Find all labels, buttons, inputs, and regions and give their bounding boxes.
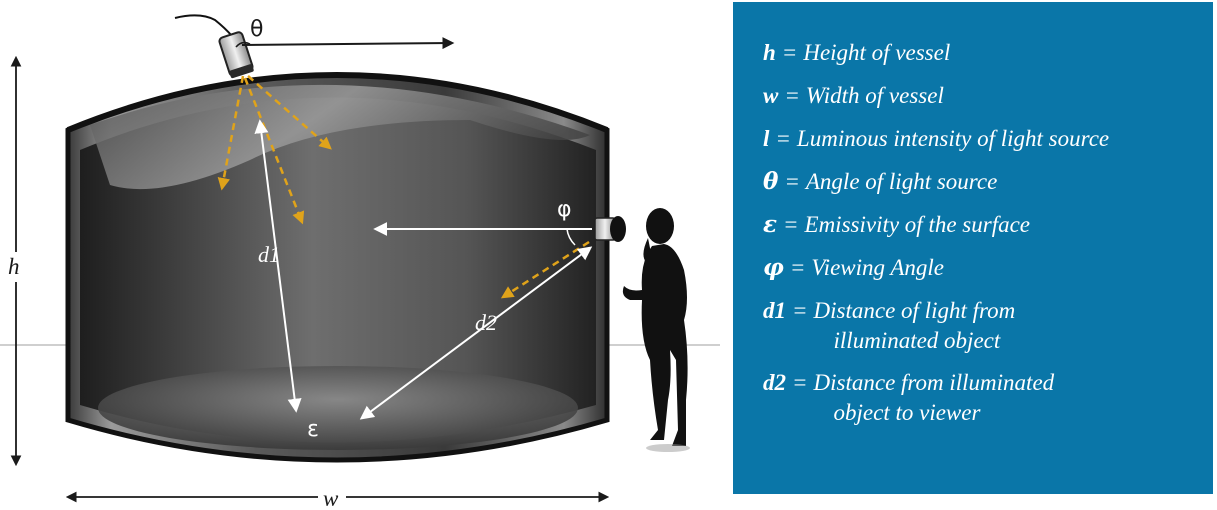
legend-equals: = bbox=[775, 126, 791, 151]
legend-description: Distance of light from bbox=[813, 298, 1016, 323]
legend-description: Viewing Angle bbox=[811, 255, 944, 280]
legend-item: d1=Distance of light from illuminated obj… bbox=[763, 296, 1213, 356]
legend-equals: = bbox=[789, 255, 806, 280]
legend-description: Luminous intensity of light source bbox=[796, 126, 1110, 151]
legend-symbol: d2 bbox=[763, 370, 786, 395]
legend-symbol: ε bbox=[763, 211, 777, 238]
label-w: w bbox=[323, 486, 339, 510]
vessel-diagram: θ d1 φ d2 ε h w bbox=[0, 14, 720, 510]
d1-arrow bbox=[254, 119, 302, 413]
legend-equals: = bbox=[792, 370, 808, 395]
legend-equals: = bbox=[784, 83, 800, 108]
label-phi: φ bbox=[557, 197, 572, 222]
vessel-top-surface bbox=[90, 84, 590, 190]
legend-equals: = bbox=[784, 169, 800, 194]
legend-item: l=Luminous intensity of light source bbox=[763, 124, 1213, 154]
legend-symbol: h bbox=[763, 40, 776, 65]
phi-angle-arc bbox=[566, 228, 576, 246]
label-d1: d1 bbox=[258, 242, 280, 267]
legend-symbol: d1 bbox=[763, 298, 786, 323]
legend-equals: = bbox=[781, 40, 798, 65]
legend-description: Distance from illuminated bbox=[813, 370, 1055, 395]
legend-description: Height of vessel bbox=[803, 40, 951, 65]
legend-symbol: φ bbox=[763, 254, 784, 281]
d2-arrow bbox=[359, 246, 593, 420]
legend-equals: = bbox=[782, 212, 799, 237]
viewer-camera-icon bbox=[594, 216, 626, 242]
light-source-icon bbox=[218, 31, 254, 79]
legend-item: w=Width of vessel bbox=[763, 81, 1213, 111]
viewer-person-silhouette bbox=[622, 208, 688, 446]
label-epsilon: ε bbox=[307, 417, 319, 442]
legend-item: φ=Viewing Angle bbox=[763, 253, 1213, 283]
legend-description: object to viewer bbox=[833, 400, 981, 425]
vessel-floor bbox=[98, 366, 578, 450]
legend-item: θ=Angle of light source bbox=[763, 167, 1213, 197]
legend-description: Width of vessel bbox=[805, 83, 944, 108]
label-theta: θ bbox=[250, 17, 263, 42]
camera-cable bbox=[174, 14, 233, 37]
theta-reference-arrow bbox=[241, 37, 455, 50]
label-h: h bbox=[8, 254, 20, 279]
legend-description: illuminated object bbox=[833, 328, 1001, 353]
legend-item: d2=Distance from illuminated object to vi… bbox=[763, 368, 1213, 428]
legend-symbol: w bbox=[763, 83, 779, 108]
legend-item: ε=Emissivity of the surface bbox=[763, 210, 1213, 240]
legend-item: h=Height of vessel bbox=[763, 38, 1213, 68]
legend-symbol: l bbox=[763, 126, 770, 151]
theta-angle-arc bbox=[235, 41, 251, 48]
label-d2: d2 bbox=[475, 310, 497, 335]
legend-equals: = bbox=[792, 298, 808, 323]
person-shadow bbox=[646, 444, 690, 452]
legend-description: Emissivity of the surface bbox=[804, 212, 1031, 237]
legend-symbol: θ bbox=[763, 168, 779, 195]
legend-description: Angle of light source bbox=[805, 169, 998, 194]
vessel-rim bbox=[66, 72, 609, 133]
